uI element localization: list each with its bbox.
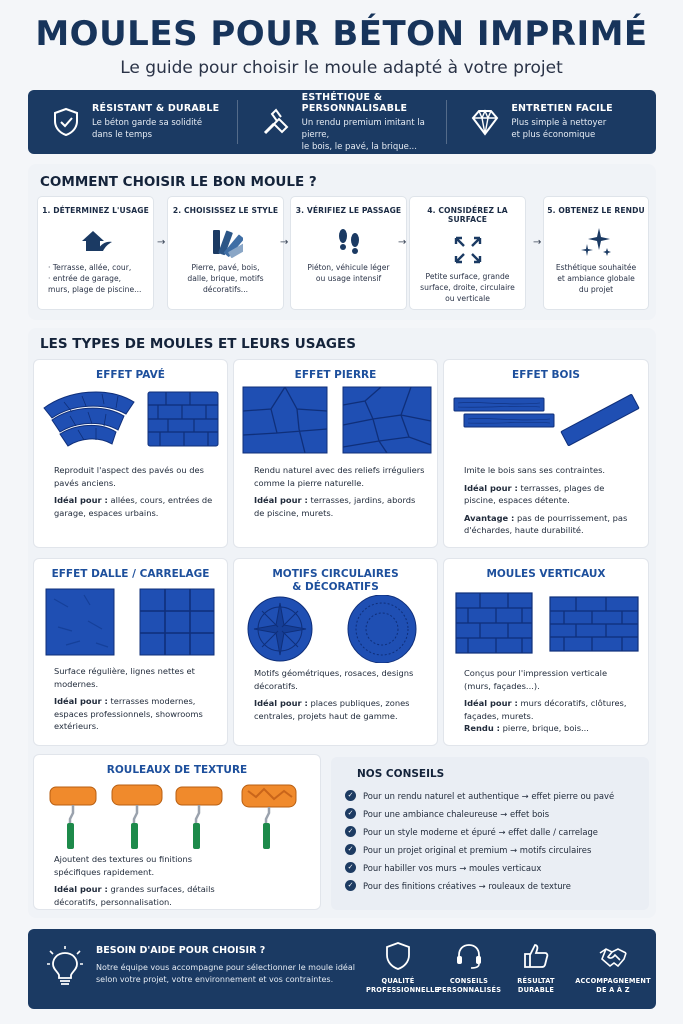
check-icon: ✓ xyxy=(345,862,356,873)
dalle-mold-illustration xyxy=(45,588,215,656)
vertical-mold-illustration xyxy=(455,592,639,654)
chevron-right-icon: → xyxy=(533,237,542,248)
card-desc: Imite le bois sans ses contraintes. Idéa… xyxy=(464,465,628,535)
help-desc: Notre équipe vous accompagne pour sélect… xyxy=(96,963,355,984)
card-desc: Motifs géométriques, rosaces, designs dé… xyxy=(254,668,414,721)
card-title: EFFET DALLE / CARRELAGE xyxy=(51,568,210,580)
chevron-right-icon: → xyxy=(280,237,289,248)
conseils-title: NOS CONSEILS xyxy=(357,768,445,780)
check-icon: ✓ xyxy=(345,808,356,819)
types-title: LES TYPES DE MOULES ET LEURS USAGES xyxy=(40,336,356,352)
page-subtitle: Le guide pour choisir le moule adapté à … xyxy=(120,58,563,78)
shield-icon xyxy=(386,942,410,970)
trowel-icon xyxy=(263,108,289,135)
feature-desc: Un rendu premium imitant la pierre,le bo… xyxy=(301,117,425,152)
card-title: EFFET PAVÉ xyxy=(96,369,165,381)
step-rendu: 5. OBTENEZ LE RENDU Esthétique souhaitée… xyxy=(543,196,649,310)
step-title: 1. DÉTERMINEZ L'USAGE xyxy=(42,206,149,215)
card-moules-verticaux: MOULES VERTICAUX Conçus pour l'impressio… xyxy=(443,558,649,746)
features-bar: RÉSISTANT & DURABLE Le béton garde sa sol… xyxy=(28,90,656,154)
tip-item: ✓Pour un style moderne et épuré → effet … xyxy=(345,826,598,837)
color-swatch-icon xyxy=(212,230,243,258)
conseils-box: NOS CONSEILS ✓Pour un rendu naturel et a… xyxy=(331,757,649,910)
card-title: EFFET BOIS xyxy=(512,369,580,381)
card-desc: Rendu naturel avec des reliefs irrégulie… xyxy=(254,465,425,518)
step-title: 2. CHOISISSEZ LE STYLE xyxy=(172,206,279,215)
step-desc: Pierre, pavé, bois,dalle, brique, motifs… xyxy=(187,263,264,294)
step-usage: 1. DÉTERMINEZ L'USAGE · Terrasse, allée,… xyxy=(37,196,154,310)
tip-item: ✓Pour un projet original et premium → mo… xyxy=(345,844,591,855)
handshake-icon xyxy=(599,948,627,968)
step-style: 2. CHOISISSEZ LE STYLE Pierre, pavé, boi… xyxy=(167,196,284,310)
step-passage: 3. VÉRIFIEZ LE PASSAGE Piéton, véhicule … xyxy=(290,196,407,310)
thumbs-up-icon xyxy=(524,944,549,968)
sparkles-icon xyxy=(581,228,611,256)
how-to-title: COMMENT CHOISIR LE BON MOULE ? xyxy=(40,174,317,190)
card-effet-pierre: EFFET PIERRE Rendu naturel avec des reli… xyxy=(233,359,438,548)
chevron-right-icon: → xyxy=(398,237,407,248)
tip-item: ✓Pour habiller vos murs → moules vertica… xyxy=(345,862,541,873)
check-icon: ✓ xyxy=(345,880,356,891)
step-title: 5. OBTENEZ LE RENDU xyxy=(547,206,645,215)
card-title: MOTIFS CIRCULAIRES& DÉCORATIFS xyxy=(272,568,399,593)
pierre-mold-illustration xyxy=(242,386,432,454)
tip-item: ✓Pour des finitions créatives → rouleaux… xyxy=(345,880,571,891)
card-desc: Reproduit l'aspect des pavés ou des pavé… xyxy=(54,465,213,518)
chevron-right-icon: → xyxy=(157,237,166,248)
card-effet-dalle: EFFET DALLE / CARRELAGE Surface régulièr… xyxy=(33,558,228,746)
help-title: BESOIN D'AIDE POUR CHOISIR ? xyxy=(96,945,266,956)
card-desc: Conçus pour l'impression verticale (murs… xyxy=(464,668,627,733)
pave-mold-illustration xyxy=(43,391,219,447)
bois-mold-illustration xyxy=(453,394,640,446)
card-title: MOULES VERTICAUX xyxy=(486,568,606,580)
headset-icon xyxy=(457,944,481,969)
lightbulb-icon xyxy=(47,946,83,985)
card-motifs-circulaires: MOTIFS CIRCULAIRES& DÉCORATIFS Motifs gé… xyxy=(233,558,438,746)
step-title: 3. VÉRIFIEZ LE PASSAGE xyxy=(295,206,402,215)
step-title: 4. CONSIDÉREZ LA SURFACE xyxy=(427,206,508,224)
shield-check-icon xyxy=(54,107,78,137)
card-title: EFFET PIERRE xyxy=(294,369,377,381)
check-icon: ✓ xyxy=(345,790,356,801)
card-effet-pave: EFFET PAVÉ Reproduit l'aspect des pavés … xyxy=(33,359,228,548)
page-title: MOULES POUR BÉTON IMPRIMÉ xyxy=(35,14,648,54)
house-icon xyxy=(81,231,112,251)
feature-title: ENTRETIEN FACILE xyxy=(511,103,613,114)
texture-roller-illustration xyxy=(49,784,297,849)
step-surface: 4. CONSIDÉREZ LA SURFACE Petite surface,… xyxy=(409,196,526,310)
tip-item: ✓Pour un rendu naturel et authentique → … xyxy=(345,790,614,801)
feature-durable: RÉSISTANT & DURABLE Le béton garde sa sol… xyxy=(28,100,237,144)
tip-item: ✓Pour une ambiance chaleureuse → effet b… xyxy=(345,808,549,819)
step-desc: · Terrasse, allée, cour,· entrée de gara… xyxy=(48,263,142,294)
check-icon: ✓ xyxy=(345,826,356,837)
card-rouleaux-texture: ROULEAUX DE TEXTURE Ajoutent des texture… xyxy=(33,754,321,910)
expand-arrows-icon xyxy=(454,236,481,264)
feature-title: ESTHÉTIQUE & PERSONNALISABLE xyxy=(301,91,408,114)
feature-esthetique: ESTHÉTIQUE & PERSONNALISABLE Un rendu pre… xyxy=(236,92,447,152)
card-effet-bois: EFFET BOIS Imite le bois sans ses contra… xyxy=(443,359,649,548)
help-bar: BESOIN D'AIDE POUR CHOISIR ? Notre équip… xyxy=(28,929,656,1009)
footprints-icon xyxy=(338,229,359,254)
circulaire-mold-illustration xyxy=(247,595,417,663)
diamond-icon xyxy=(472,109,499,136)
feature-title: RÉSISTANT & DURABLE xyxy=(92,103,220,114)
card-title: ROULEAUX DE TEXTURE xyxy=(106,764,248,776)
card-desc: Surface régulière, lignes nettes et mode… xyxy=(54,666,203,731)
check-icon: ✓ xyxy=(345,844,356,855)
card-desc: Ajoutent des textures ou finitions spéci… xyxy=(54,854,215,907)
